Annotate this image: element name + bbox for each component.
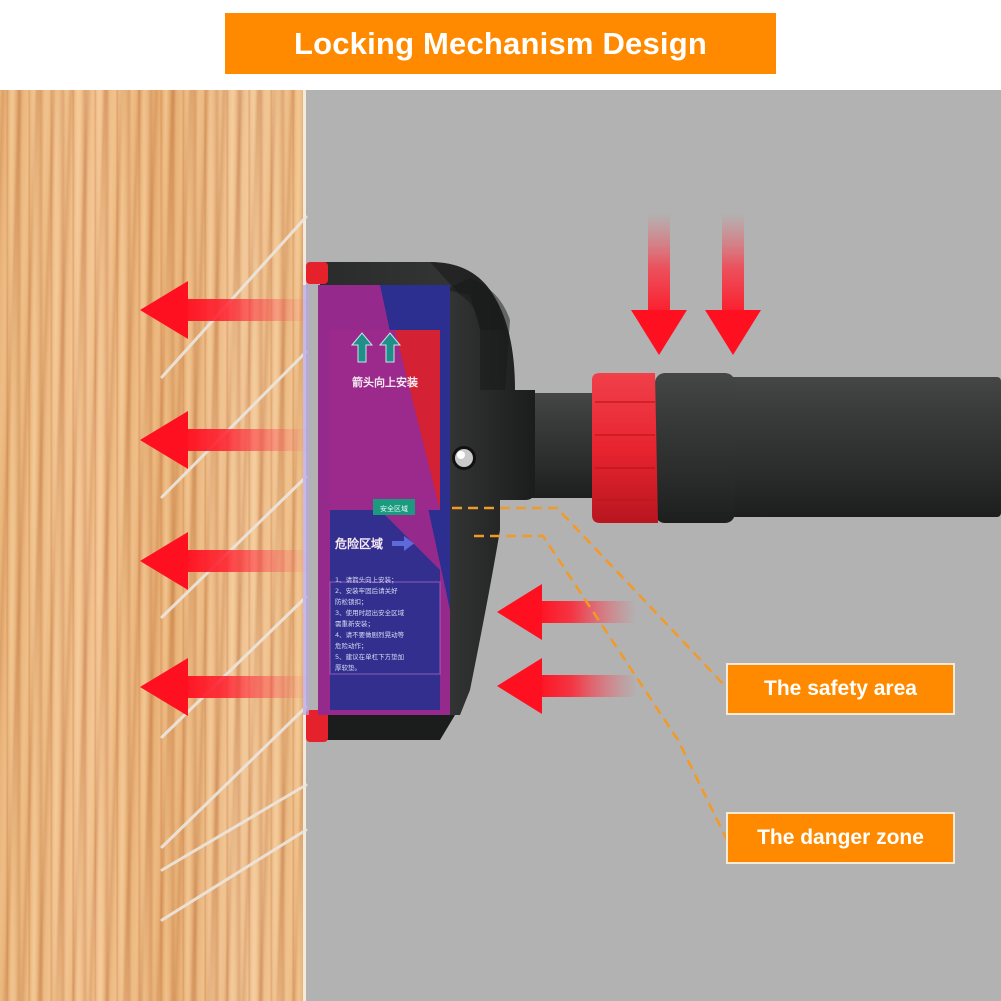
safety-area-text: The safety area xyxy=(764,677,917,700)
red-left-arrow-icon xyxy=(140,411,310,469)
wood-motion-lines xyxy=(160,215,308,922)
red-left-arrow-icon xyxy=(140,658,310,716)
safety-area-leader xyxy=(452,506,728,689)
red-down-arrow-icon xyxy=(631,213,687,355)
wood-door-frame xyxy=(0,90,306,1001)
svg-text:2、安装牢固后请关好: 2、安装牢固后请关好 xyxy=(335,586,398,595)
product-scene: 箭头向上安装 安全区域 危险区域 1、请箭头向上安装； 2、安装牢固后请关好 防… xyxy=(0,90,1001,1001)
illustration: 箭头向上安装 安全区域 危险区域 1、请箭头向上安装； 2、安装牢固后请关好 防… xyxy=(140,213,1001,922)
red-left-arrow-icon xyxy=(497,658,637,714)
warning-sticker xyxy=(303,285,450,715)
sticker-right-arrow-icon xyxy=(392,536,414,551)
danger-zone-label: The danger zone xyxy=(726,812,955,864)
teal-up-arrow-icon xyxy=(378,332,402,363)
pull-up-bar-rod xyxy=(530,373,1001,523)
svg-text:危险动作；: 危险动作； xyxy=(335,641,368,650)
safety-area-label: The safety area xyxy=(726,663,955,715)
danger-zone-text: The danger zone xyxy=(757,826,924,849)
rod-force-arrows xyxy=(631,213,761,355)
svg-text:3、使用时超出安全区域: 3、使用时超出安全区域 xyxy=(335,608,405,617)
red-left-arrow-icon xyxy=(497,584,637,640)
teal-up-arrow-icon xyxy=(350,332,374,363)
leader-lines xyxy=(452,506,729,841)
sticker-install-text: 箭头向上安装 xyxy=(352,375,418,389)
danger-zone-leader xyxy=(474,534,729,841)
svg-text:4、请不要做剧烈晃动等: 4、请不要做剧烈晃动等 xyxy=(335,630,405,639)
title-banner: Locking Mechanism Design xyxy=(225,13,776,74)
red-down-arrow-icon xyxy=(705,213,761,355)
svg-text:1、请箭头向上安装；: 1、请箭头向上安装； xyxy=(335,575,398,584)
sticker-notes: 1、请箭头向上安装； 2、安装牢固后请关好 防松锁扣； 3、使用时超出安全区域 … xyxy=(335,575,405,672)
sticker-safe-zone-text: 安全区域 xyxy=(380,504,408,513)
housing-force-arrows xyxy=(497,584,637,714)
wood-force-arrows xyxy=(140,281,310,716)
svg-text:防松锁扣；: 防松锁扣； xyxy=(335,597,368,606)
svg-text:需重新安装；: 需重新安装； xyxy=(335,619,374,628)
svg-text:厚软垫。: 厚软垫。 xyxy=(335,663,361,672)
svg-text:5、建议在单杠下方垫加: 5、建议在单杠下方垫加 xyxy=(335,652,404,661)
sticker-danger-zone-text: 危险区域 xyxy=(334,536,383,551)
red-left-arrow-icon xyxy=(140,532,310,590)
title-text: Locking Mechanism Design xyxy=(293,25,708,61)
red-left-arrow-icon xyxy=(140,281,310,339)
